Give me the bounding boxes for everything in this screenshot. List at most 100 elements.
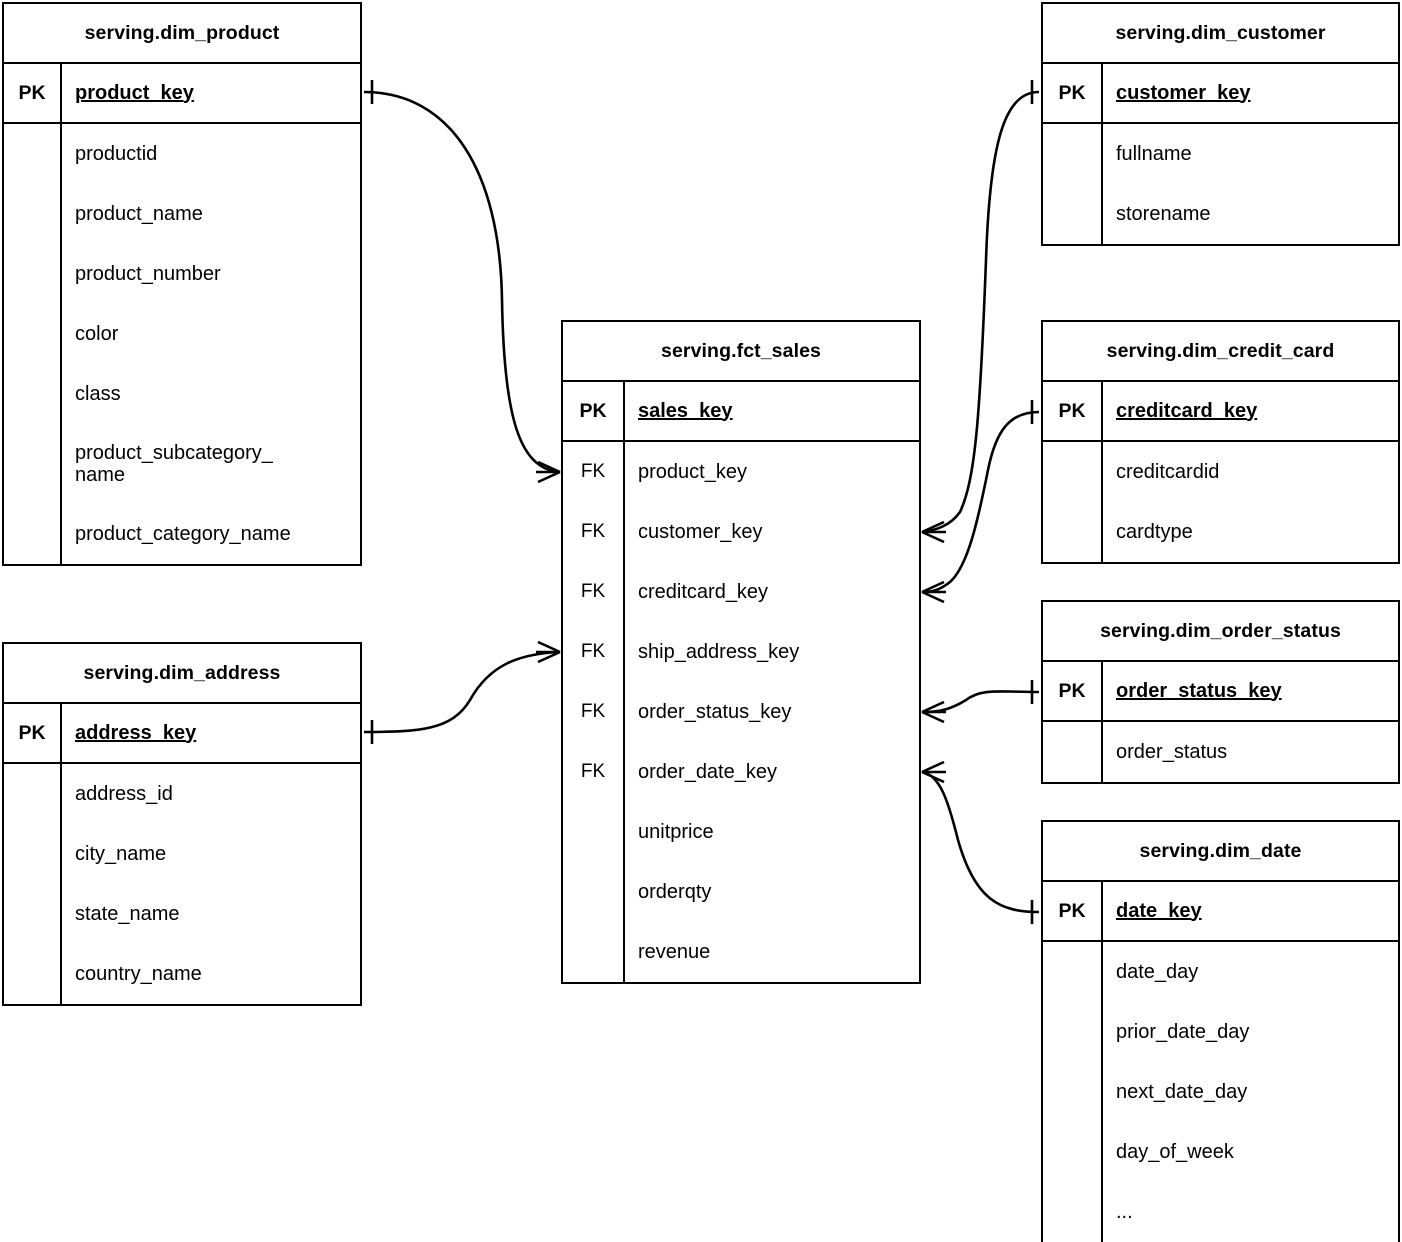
entity-title-dim-customer: serving.dim_customer (1043, 4, 1398, 64)
fk-field-name: order_status_key (638, 700, 792, 723)
entity-dim-product[interactable]: serving.dim_product PK product_key produ… (2, 2, 362, 566)
pk-field-text: customer_key (1116, 81, 1251, 104)
entity-title-dim-date: serving.dim_date (1043, 822, 1398, 882)
attribute-block-dim-address: address_id city_name state_name country_… (4, 764, 360, 1004)
attribute-list-dim-customer: fullname storename (1103, 124, 1398, 244)
key-column-strip (4, 764, 62, 1004)
fk-row-customer-key[interactable]: FK customer_key (563, 502, 919, 562)
attribute-row: color (75, 322, 119, 345)
entity-fct-sales[interactable]: serving.fct_sales PK sales_key FK produc… (561, 320, 921, 984)
attribute-list-dim-product: productid product_name product_number co… (62, 124, 360, 564)
fk-field-name: order_date_key (638, 760, 777, 783)
pk-badge: PK (1043, 882, 1103, 940)
pk-row-dim-date[interactable]: PK date_key (1043, 882, 1398, 942)
pk-badge: PK (1043, 64, 1103, 122)
attribute-block-dim-customer: fullname storename (1043, 124, 1398, 244)
pk-field-text: date_key (1116, 899, 1202, 922)
crowsfoot-creditcard (921, 580, 946, 604)
attribute-block-dim-product: productid product_name product_number co… (4, 124, 360, 564)
attribute-row: productid (75, 142, 158, 165)
pk-badge: PK (1043, 662, 1103, 720)
fk-row-creditcard-key[interactable]: FK creditcard_key (563, 562, 919, 622)
fk-row-product-key[interactable]: FK product_key (563, 442, 919, 502)
attribute-list-dim-date: date_day prior_date_day next_date_day da… (1103, 942, 1398, 1242)
pk-field-text: address_key (75, 721, 197, 744)
attribute-row: creditcardid (1116, 460, 1220, 483)
crowsfoot-date (921, 760, 946, 784)
entity-title-dim-product: serving.dim_product (4, 4, 360, 64)
attribute-row: ... (1116, 1200, 1133, 1223)
fk-badge: FK (563, 562, 625, 622)
attribute-list-dim-credit-card: creditcardid cardtype (1103, 442, 1398, 562)
fk-field-name: customer_key (638, 520, 763, 543)
pk-field-text: product_key (75, 81, 194, 104)
pk-row-dim-product[interactable]: PK product_key (4, 64, 360, 124)
pk-badge: PK (563, 382, 625, 440)
entity-rows-fct-sales: PK sales_key FK product_key FK customer_… (563, 382, 919, 982)
fk-field-name: product_key (638, 460, 747, 483)
entity-dim-address[interactable]: serving.dim_address PK address_key addre… (2, 642, 362, 1006)
pk-row-dim-order-status[interactable]: PK order_status_key (1043, 662, 1398, 722)
pk-field-name: sales_key (625, 382, 919, 440)
attribute-block-dim-order-status: order_status (1043, 722, 1398, 782)
fk-field-name: ship_address_key (638, 640, 800, 663)
key-column-strip (1043, 942, 1103, 1242)
attribute-row: city_name (75, 842, 167, 865)
entity-rows-dim-credit-card: PK creditcard_key creditcardid cardtype (1043, 382, 1398, 562)
crowsfoot-address (536, 640, 561, 664)
attribute-row: fullname (1116, 142, 1192, 165)
entity-dim-order-status[interactable]: serving.dim_order_status PK order_status… (1041, 600, 1400, 784)
key-column-strip (1043, 442, 1103, 562)
pk-field-name: product_key (62, 64, 360, 122)
entity-rows-dim-date: PK date_key date_day prior_date_day next… (1043, 882, 1398, 1242)
relationship-line-date (922, 770, 1040, 914)
attribute-row: storename (1116, 202, 1211, 225)
key-column-strip (1043, 722, 1103, 782)
attribute-row: revenue (638, 940, 711, 963)
pk-badge: PK (4, 64, 62, 122)
attribute-row: orderqty (638, 880, 712, 903)
entity-rows-dim-address: PK address_key address_id city_name stat… (4, 704, 360, 1004)
attribute-row: country_name (75, 962, 202, 985)
entity-title-fct-sales: serving.fct_sales (563, 322, 919, 382)
pk-row-dim-customer[interactable]: PK customer_key (1043, 64, 1398, 124)
entity-dim-credit-card[interactable]: serving.dim_credit_card PK creditcard_ke… (1041, 320, 1400, 564)
fk-row-order-date-key[interactable]: FK order_date_key (563, 742, 919, 802)
relationship-line-address (363, 650, 560, 734)
attribute-row: state_name (75, 902, 180, 925)
attribute-row: date_day (1116, 960, 1199, 983)
key-column-strip (563, 802, 625, 982)
fk-badge: FK (563, 622, 625, 682)
pk-badge: PK (1043, 382, 1103, 440)
entity-dim-date[interactable]: serving.dim_date PK date_key date_day pr… (1041, 820, 1400, 1242)
attribute-row: class (75, 382, 121, 405)
entity-title-dim-credit-card: serving.dim_credit_card (1043, 322, 1398, 382)
attribute-row: prior_date_day (1116, 1020, 1250, 1043)
pk-field-name: order_status_key (1103, 662, 1398, 720)
relationship-line-orderstatus (922, 690, 1040, 714)
attribute-block-fct-sales: unitprice orderqty revenue (563, 802, 919, 982)
pk-row-dim-credit-card[interactable]: PK creditcard_key (1043, 382, 1398, 442)
pk-field-text: sales_key (638, 399, 733, 422)
pk-row-fct-sales[interactable]: PK sales_key (563, 382, 919, 442)
attribute-row: product_name (75, 202, 203, 225)
attribute-row: product_subcategory_name (75, 441, 273, 486)
fk-row-order-status-key[interactable]: FK order_status_key (563, 682, 919, 742)
pk-row-dim-address[interactable]: PK address_key (4, 704, 360, 764)
fk-field-name: creditcard_key (638, 580, 769, 603)
entity-title-dim-order-status: serving.dim_order_status (1043, 602, 1398, 662)
attribute-block-dim-date: date_day prior_date_day next_date_day da… (1043, 942, 1398, 1242)
fk-badge: FK (563, 742, 625, 802)
key-column-strip (1043, 124, 1103, 244)
pk-field-name: date_key (1103, 882, 1398, 940)
fk-badge: FK (563, 442, 625, 502)
entity-title-dim-address: serving.dim_address (4, 644, 360, 704)
entity-dim-customer[interactable]: serving.dim_customer PK customer_key ful… (1041, 2, 1400, 246)
fk-badge: FK (563, 502, 625, 562)
fk-row-ship-address-key[interactable]: FK ship_address_key (563, 622, 919, 682)
attribute-row: order_status (1116, 740, 1228, 763)
attribute-row: unitprice (638, 820, 714, 843)
attribute-row: product_category_name (75, 522, 291, 545)
attribute-row: next_date_day (1116, 1080, 1248, 1103)
